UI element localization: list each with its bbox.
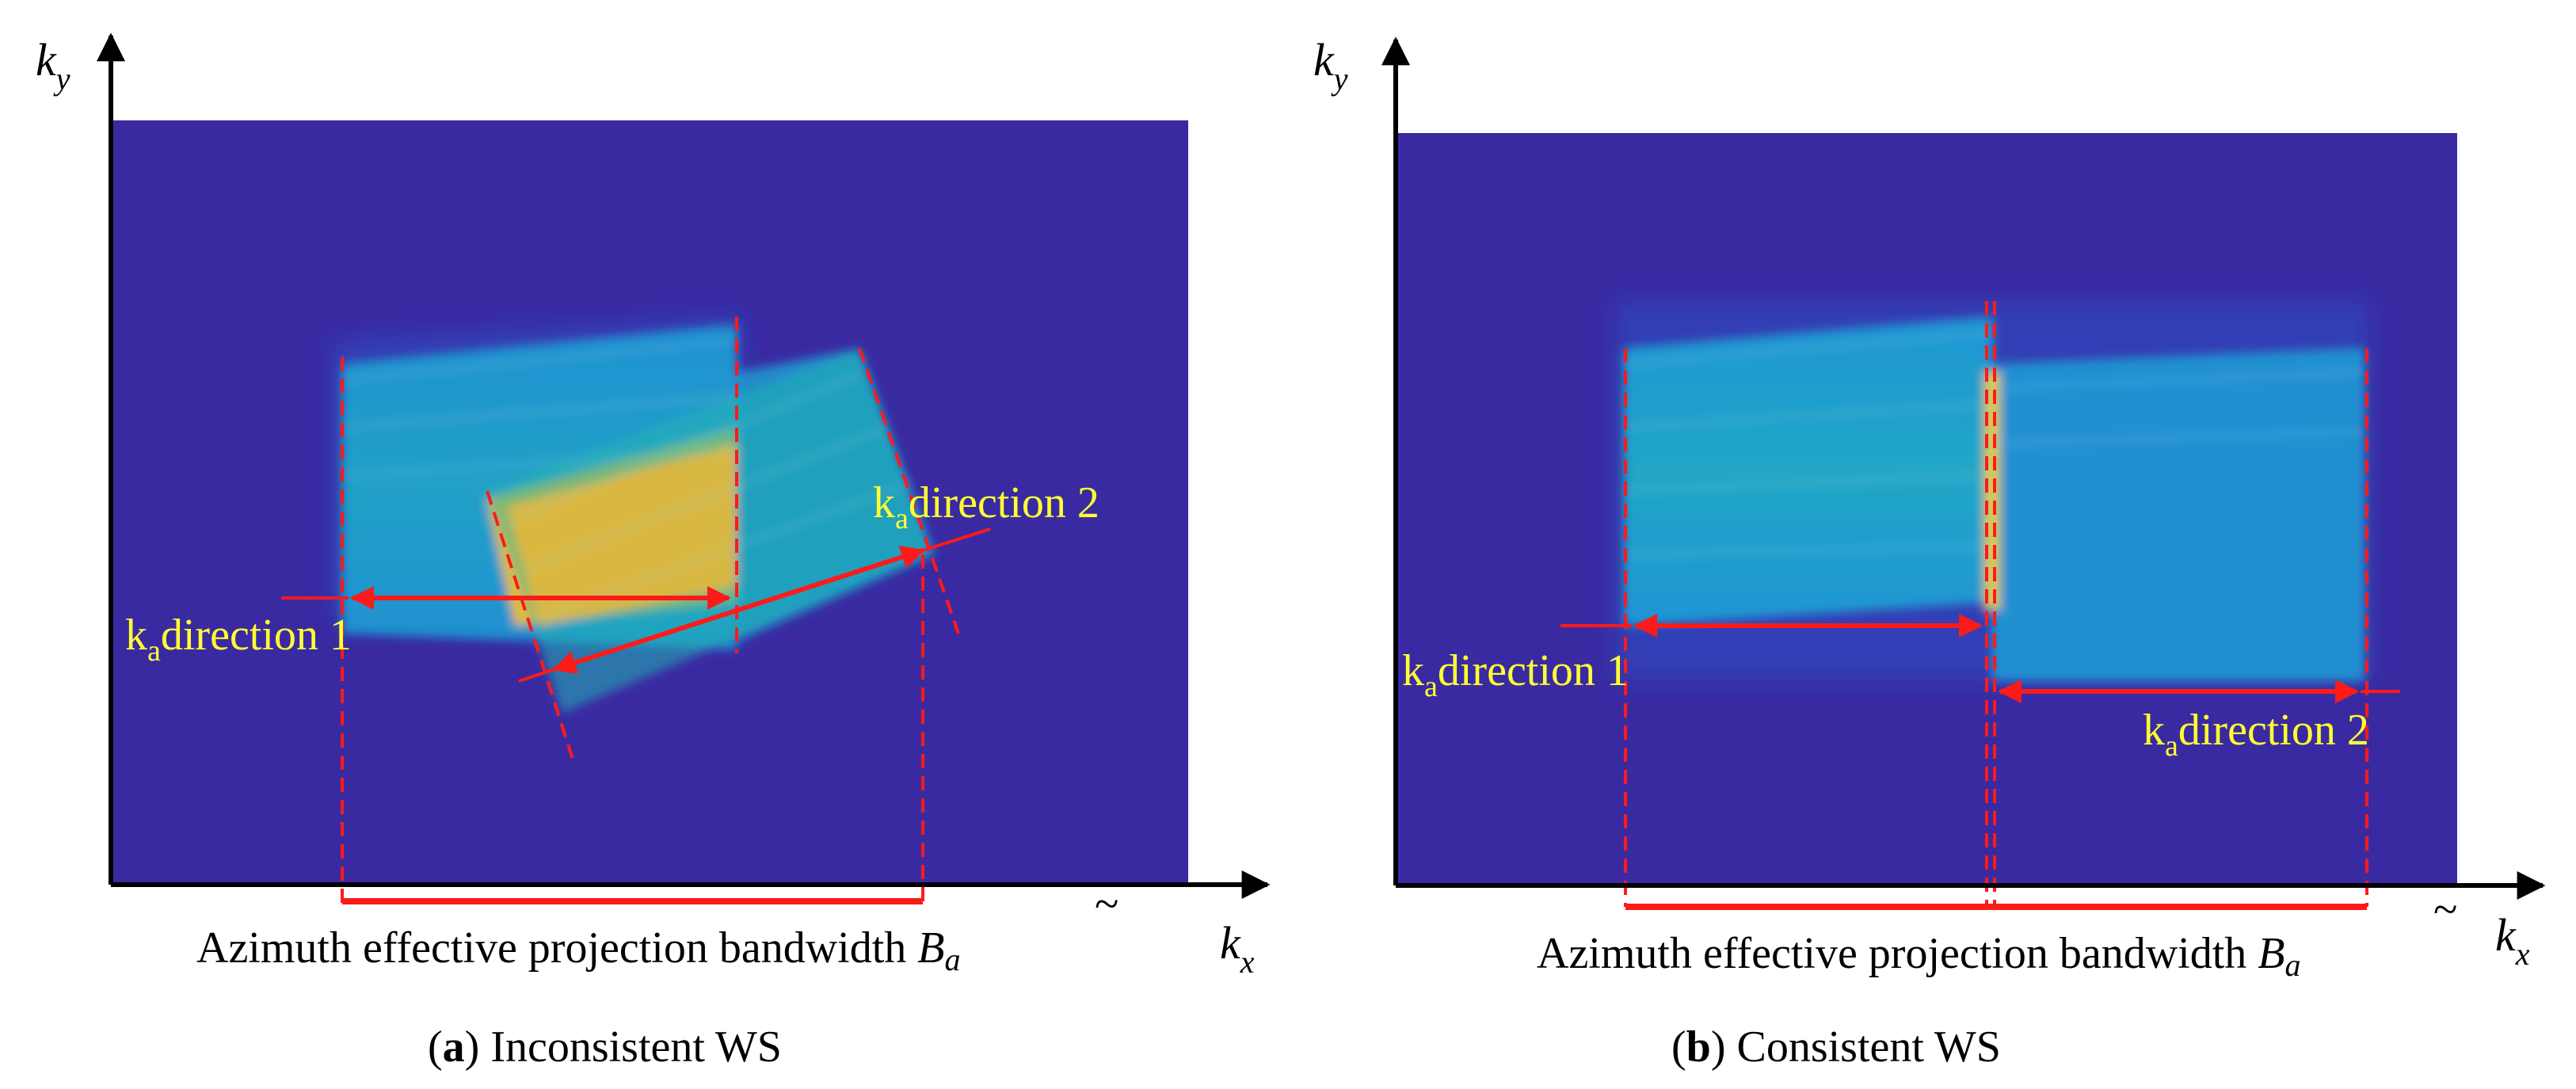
panel-a-arrow-lead-head: [922, 527, 991, 552]
panel-a-direction-1-label: kadirection 1: [125, 611, 352, 668]
panel-a-caption: (a) Inconsistent WS: [428, 1022, 782, 1072]
panel-b-streaks: [1623, 331, 2365, 556]
panel-b-bandwidth-tilde: ~: [2433, 885, 2457, 935]
panel-a-arrow-lead-tail: [518, 668, 555, 683]
panel-a-bandwidth-tilde: ~: [1095, 880, 1118, 929]
panel-a-y-axis-label: ky: [36, 34, 70, 97]
panel-b: ky kx kadirection 1 kadirection 2 Azimut…: [1313, 34, 2546, 1072]
panel-b-caption: (b) Consistent WS: [1671, 1022, 2001, 1072]
panel-b-dashed-lines: [1624, 301, 2368, 907]
panel-a-streaks: [341, 339, 912, 619]
panel-a-dash-tilted-left: [486, 490, 576, 765]
panel-a-bandwidth-label: Azimuth effective projection bandwidth B…: [196, 923, 960, 977]
panel-b-spectrum: [1616, 301, 2368, 681]
panel-b-direction-2-label: kadirection 2: [2143, 706, 2369, 763]
panel-a-arrow-direction-2[interactable]: [552, 546, 925, 674]
panel-a-x-axis-label: kx: [1220, 917, 1255, 980]
panel-a: ky kx kadirection 1 kadirection 2 Azimut…: [36, 32, 1271, 1072]
panel-a-dash-tilted-right: [858, 348, 960, 634]
panel-b-bandwidth-label: Azimuth effective projection bandwidth B…: [1537, 929, 2300, 983]
panel-a-arrows: [281, 527, 991, 683]
panel-a-direction-2-label: kadirection 2: [873, 478, 1099, 535]
panel-b-x-axis-label: kx: [2495, 909, 2530, 972]
panel-b-region-2: [1992, 348, 2365, 681]
panel-b-y-axis-label: ky: [1313, 34, 1348, 97]
panel-b-arrows: [1560, 614, 2400, 703]
panel-b-direction-1-label: kadirection 1: [1402, 646, 1629, 703]
panel-a-bandwidth-bracket: [342, 898, 923, 904]
panel-b-region-1: [1624, 317, 1992, 626]
